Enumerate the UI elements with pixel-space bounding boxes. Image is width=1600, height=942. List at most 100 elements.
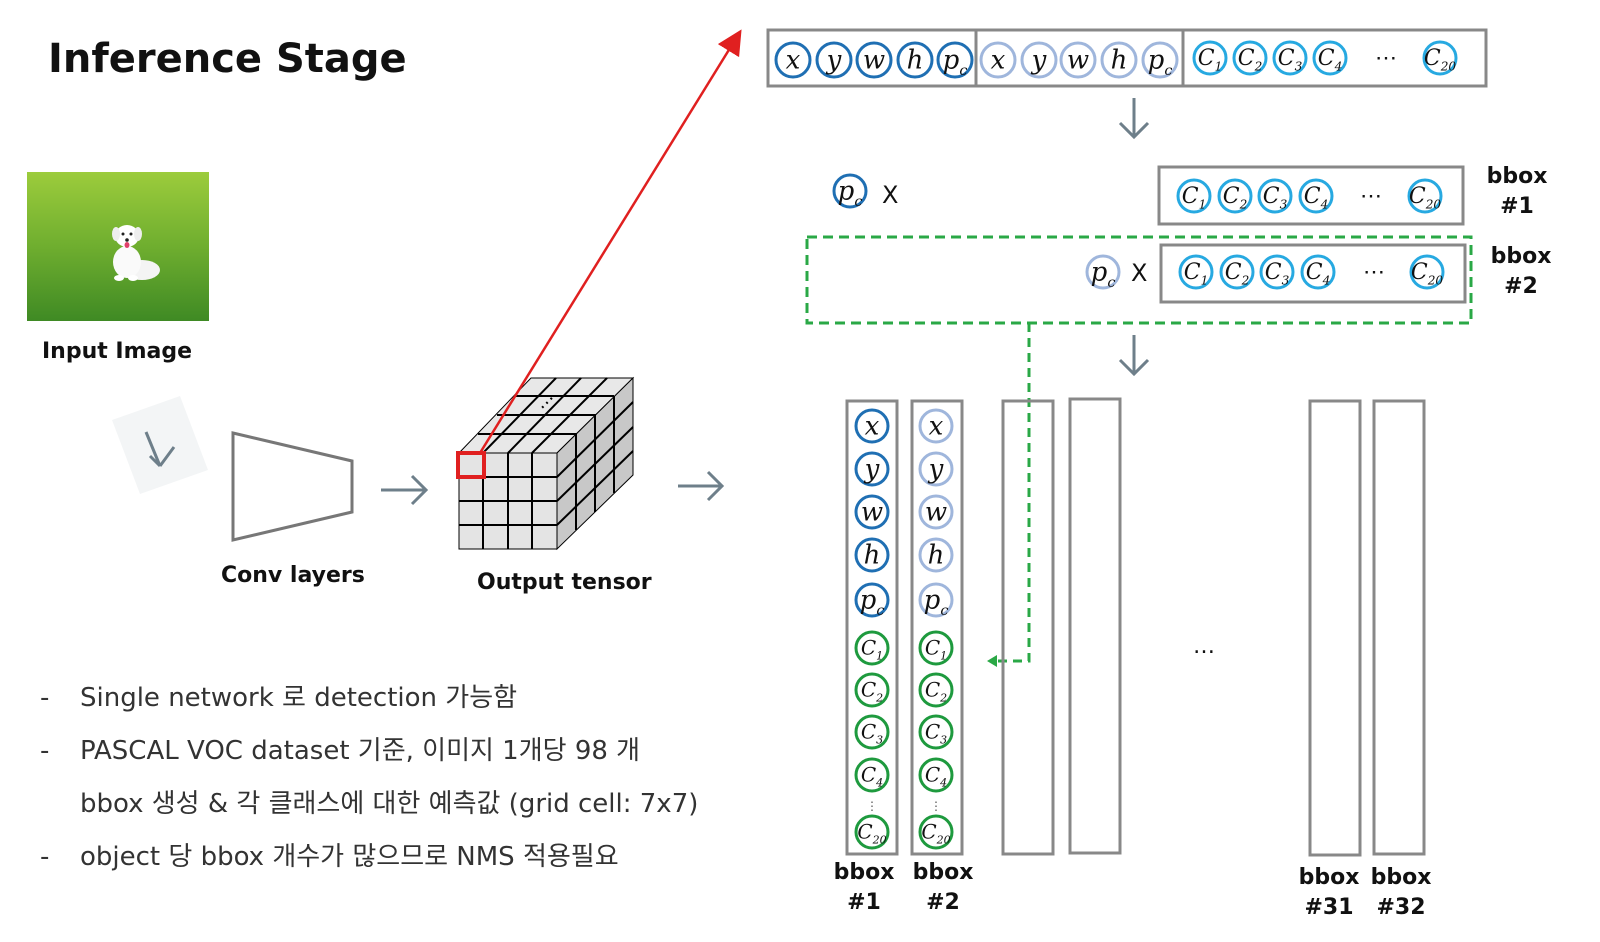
arrow-right-icon bbox=[381, 474, 429, 506]
svg-text:C1: C1 bbox=[1182, 184, 1207, 212]
svg-text:h: h bbox=[907, 45, 924, 75]
svg-text:w: w bbox=[1067, 45, 1089, 75]
symbol-c2: C2 bbox=[1232, 40, 1268, 76]
svg-text:C20: C20 bbox=[1411, 260, 1444, 288]
svg-text:pc: pc bbox=[838, 176, 863, 210]
svg-text:w: w bbox=[861, 497, 883, 527]
svg-text:C20: C20 bbox=[1409, 184, 1442, 212]
svg-text:w: w bbox=[863, 45, 885, 75]
svg-text:C4: C4 bbox=[861, 762, 883, 789]
column-bbox2-line2: #2 bbox=[926, 890, 960, 915]
symbol-h: h bbox=[896, 41, 934, 79]
symbol-c2: C2 bbox=[918, 672, 954, 708]
symbol-pc: pc bbox=[918, 582, 954, 619]
row-bbox2-label-line2: #2 bbox=[1504, 274, 1538, 299]
svg-text:pc: pc bbox=[1148, 45, 1173, 79]
symbol-c3: C3 bbox=[1259, 254, 1295, 290]
arrow-down-icon bbox=[1118, 98, 1150, 140]
symbol-pc: pc bbox=[1141, 41, 1179, 79]
svg-text:x: x bbox=[786, 45, 801, 75]
symbol-c3: C3 bbox=[1272, 40, 1308, 76]
svg-text:pc: pc bbox=[943, 45, 968, 79]
output-tensor-label: Output tensor bbox=[477, 570, 652, 595]
svg-text:C3: C3 bbox=[925, 719, 947, 746]
multiply-sign: X bbox=[1131, 259, 1148, 287]
column-bbox1-line1: bbox bbox=[833, 860, 895, 885]
svg-text:⋯: ⋯ bbox=[1360, 184, 1382, 209]
bullet-dash: - bbox=[40, 736, 50, 766]
ellipsis-symbol: ⋯ bbox=[1363, 260, 1385, 285]
row-bbox1-label: bbox #1 bbox=[1482, 162, 1552, 222]
output-tensor-cube: ⋯ bbox=[457, 376, 635, 551]
symbol-c4: C4 bbox=[1300, 254, 1336, 290]
svg-text:C2: C2 bbox=[1225, 260, 1250, 288]
column-bbox32-line1: bbox bbox=[1370, 865, 1432, 890]
highlight-dashed-box bbox=[805, 235, 1473, 325]
symbol-h: h bbox=[1100, 41, 1138, 79]
symbol-c2: C2 bbox=[1219, 254, 1255, 290]
svg-text:pc: pc bbox=[924, 585, 949, 619]
symbol-c3: C3 bbox=[1257, 178, 1293, 214]
svg-text:C3: C3 bbox=[861, 719, 883, 746]
input-image-label: Input Image bbox=[42, 339, 193, 364]
arrow-down-icon bbox=[1118, 335, 1150, 377]
column-bbox32-label: bbox #32 bbox=[1366, 863, 1436, 923]
symbol-c1: C1 bbox=[1176, 178, 1212, 214]
row-bbox1-label-line2: #1 bbox=[1500, 194, 1534, 219]
symbol-w: w bbox=[1059, 41, 1097, 79]
svg-text:y: y bbox=[826, 45, 842, 75]
symbol-c2: C2 bbox=[854, 672, 890, 708]
arrow-right-icon bbox=[678, 470, 725, 502]
symbol-c1: C1 bbox=[918, 630, 954, 666]
vertical-ellipsis: ⋮ bbox=[930, 799, 942, 813]
symbol-w: w bbox=[855, 41, 893, 79]
svg-text:C4: C4 bbox=[1306, 260, 1331, 288]
svg-text:C4: C4 bbox=[1304, 184, 1329, 212]
column-bbox31-line1: bbox bbox=[1298, 865, 1360, 890]
svg-text:y: y bbox=[928, 454, 944, 484]
svg-text:⋯: ⋯ bbox=[1363, 260, 1385, 285]
svg-text:C2: C2 bbox=[1238, 46, 1263, 74]
columns-ellipsis: … bbox=[1193, 634, 1215, 659]
symbol-c3: C3 bbox=[918, 714, 954, 750]
bullet-dash: - bbox=[40, 683, 50, 713]
symbol-y: y bbox=[815, 41, 853, 79]
svg-text:C1: C1 bbox=[1198, 46, 1223, 74]
symbol-c20: C20 bbox=[1407, 178, 1443, 214]
svg-text:C1: C1 bbox=[861, 635, 883, 662]
column-bbox31-label: bbox #31 bbox=[1294, 863, 1364, 923]
symbol-c4: C4 bbox=[1312, 40, 1348, 76]
svg-text:C2: C2 bbox=[925, 677, 947, 704]
bullet-dash: - bbox=[40, 842, 50, 872]
svg-text:C20: C20 bbox=[857, 819, 886, 846]
svg-text:C3: C3 bbox=[1263, 184, 1288, 212]
symbol-c4: C4 bbox=[1298, 178, 1334, 214]
row-bbox2-label: bbox #2 bbox=[1486, 242, 1556, 302]
symbol-w: w bbox=[854, 494, 890, 530]
column-bbox32-line2: #32 bbox=[1376, 895, 1426, 920]
bbox1-class-box bbox=[1157, 165, 1465, 226]
svg-text:y: y bbox=[864, 454, 880, 484]
symbol-pc: pc bbox=[936, 41, 974, 79]
ellipsis-symbol: ⋯ bbox=[1360, 184, 1382, 209]
column-bbox2-line1: bbox bbox=[912, 860, 974, 885]
symbol-pc: pc bbox=[832, 173, 868, 210]
svg-text:y: y bbox=[1031, 45, 1047, 75]
row-bbox2-label-line1: bbox bbox=[1490, 244, 1552, 269]
symbol-h: h bbox=[918, 537, 954, 573]
bbox-column bbox=[1308, 399, 1362, 857]
symbol-c2: C2 bbox=[1217, 178, 1253, 214]
svg-text:C20: C20 bbox=[1424, 46, 1457, 74]
symbol-c20: C20 bbox=[854, 814, 890, 850]
svg-text:h: h bbox=[1111, 45, 1128, 75]
symbol-pc: pc bbox=[1085, 254, 1121, 291]
svg-text:C1: C1 bbox=[1184, 260, 1209, 288]
arrow-down-right-icon bbox=[112, 396, 208, 494]
svg-text:h: h bbox=[864, 540, 881, 570]
svg-text:C2: C2 bbox=[1223, 184, 1248, 212]
conv-layers-trapezoid bbox=[231, 431, 354, 542]
symbol-w: w bbox=[918, 494, 954, 530]
symbol-y: y bbox=[1020, 41, 1058, 79]
symbol-pc: pc bbox=[854, 582, 890, 619]
